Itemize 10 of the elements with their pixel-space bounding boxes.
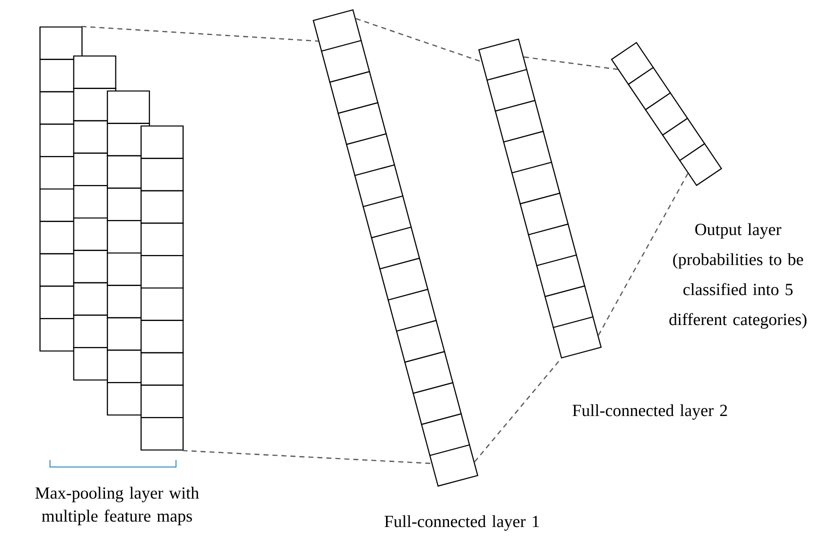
layer-label: Output layer (probabilities to be classified into 5 different categories) xyxy=(669,223,806,329)
layer-label: Full-connected layer 2 xyxy=(572,404,727,420)
connection-line xyxy=(81,26,318,42)
connection-line xyxy=(182,450,432,464)
connection-line xyxy=(474,358,562,462)
connection-line xyxy=(598,173,688,336)
layer-label: Max-pooling layer with multiple feature maps xyxy=(35,486,199,526)
connection-line xyxy=(356,18,482,62)
connection-line xyxy=(524,56,618,70)
layer-label: Full-connected layer 1 xyxy=(384,515,539,531)
